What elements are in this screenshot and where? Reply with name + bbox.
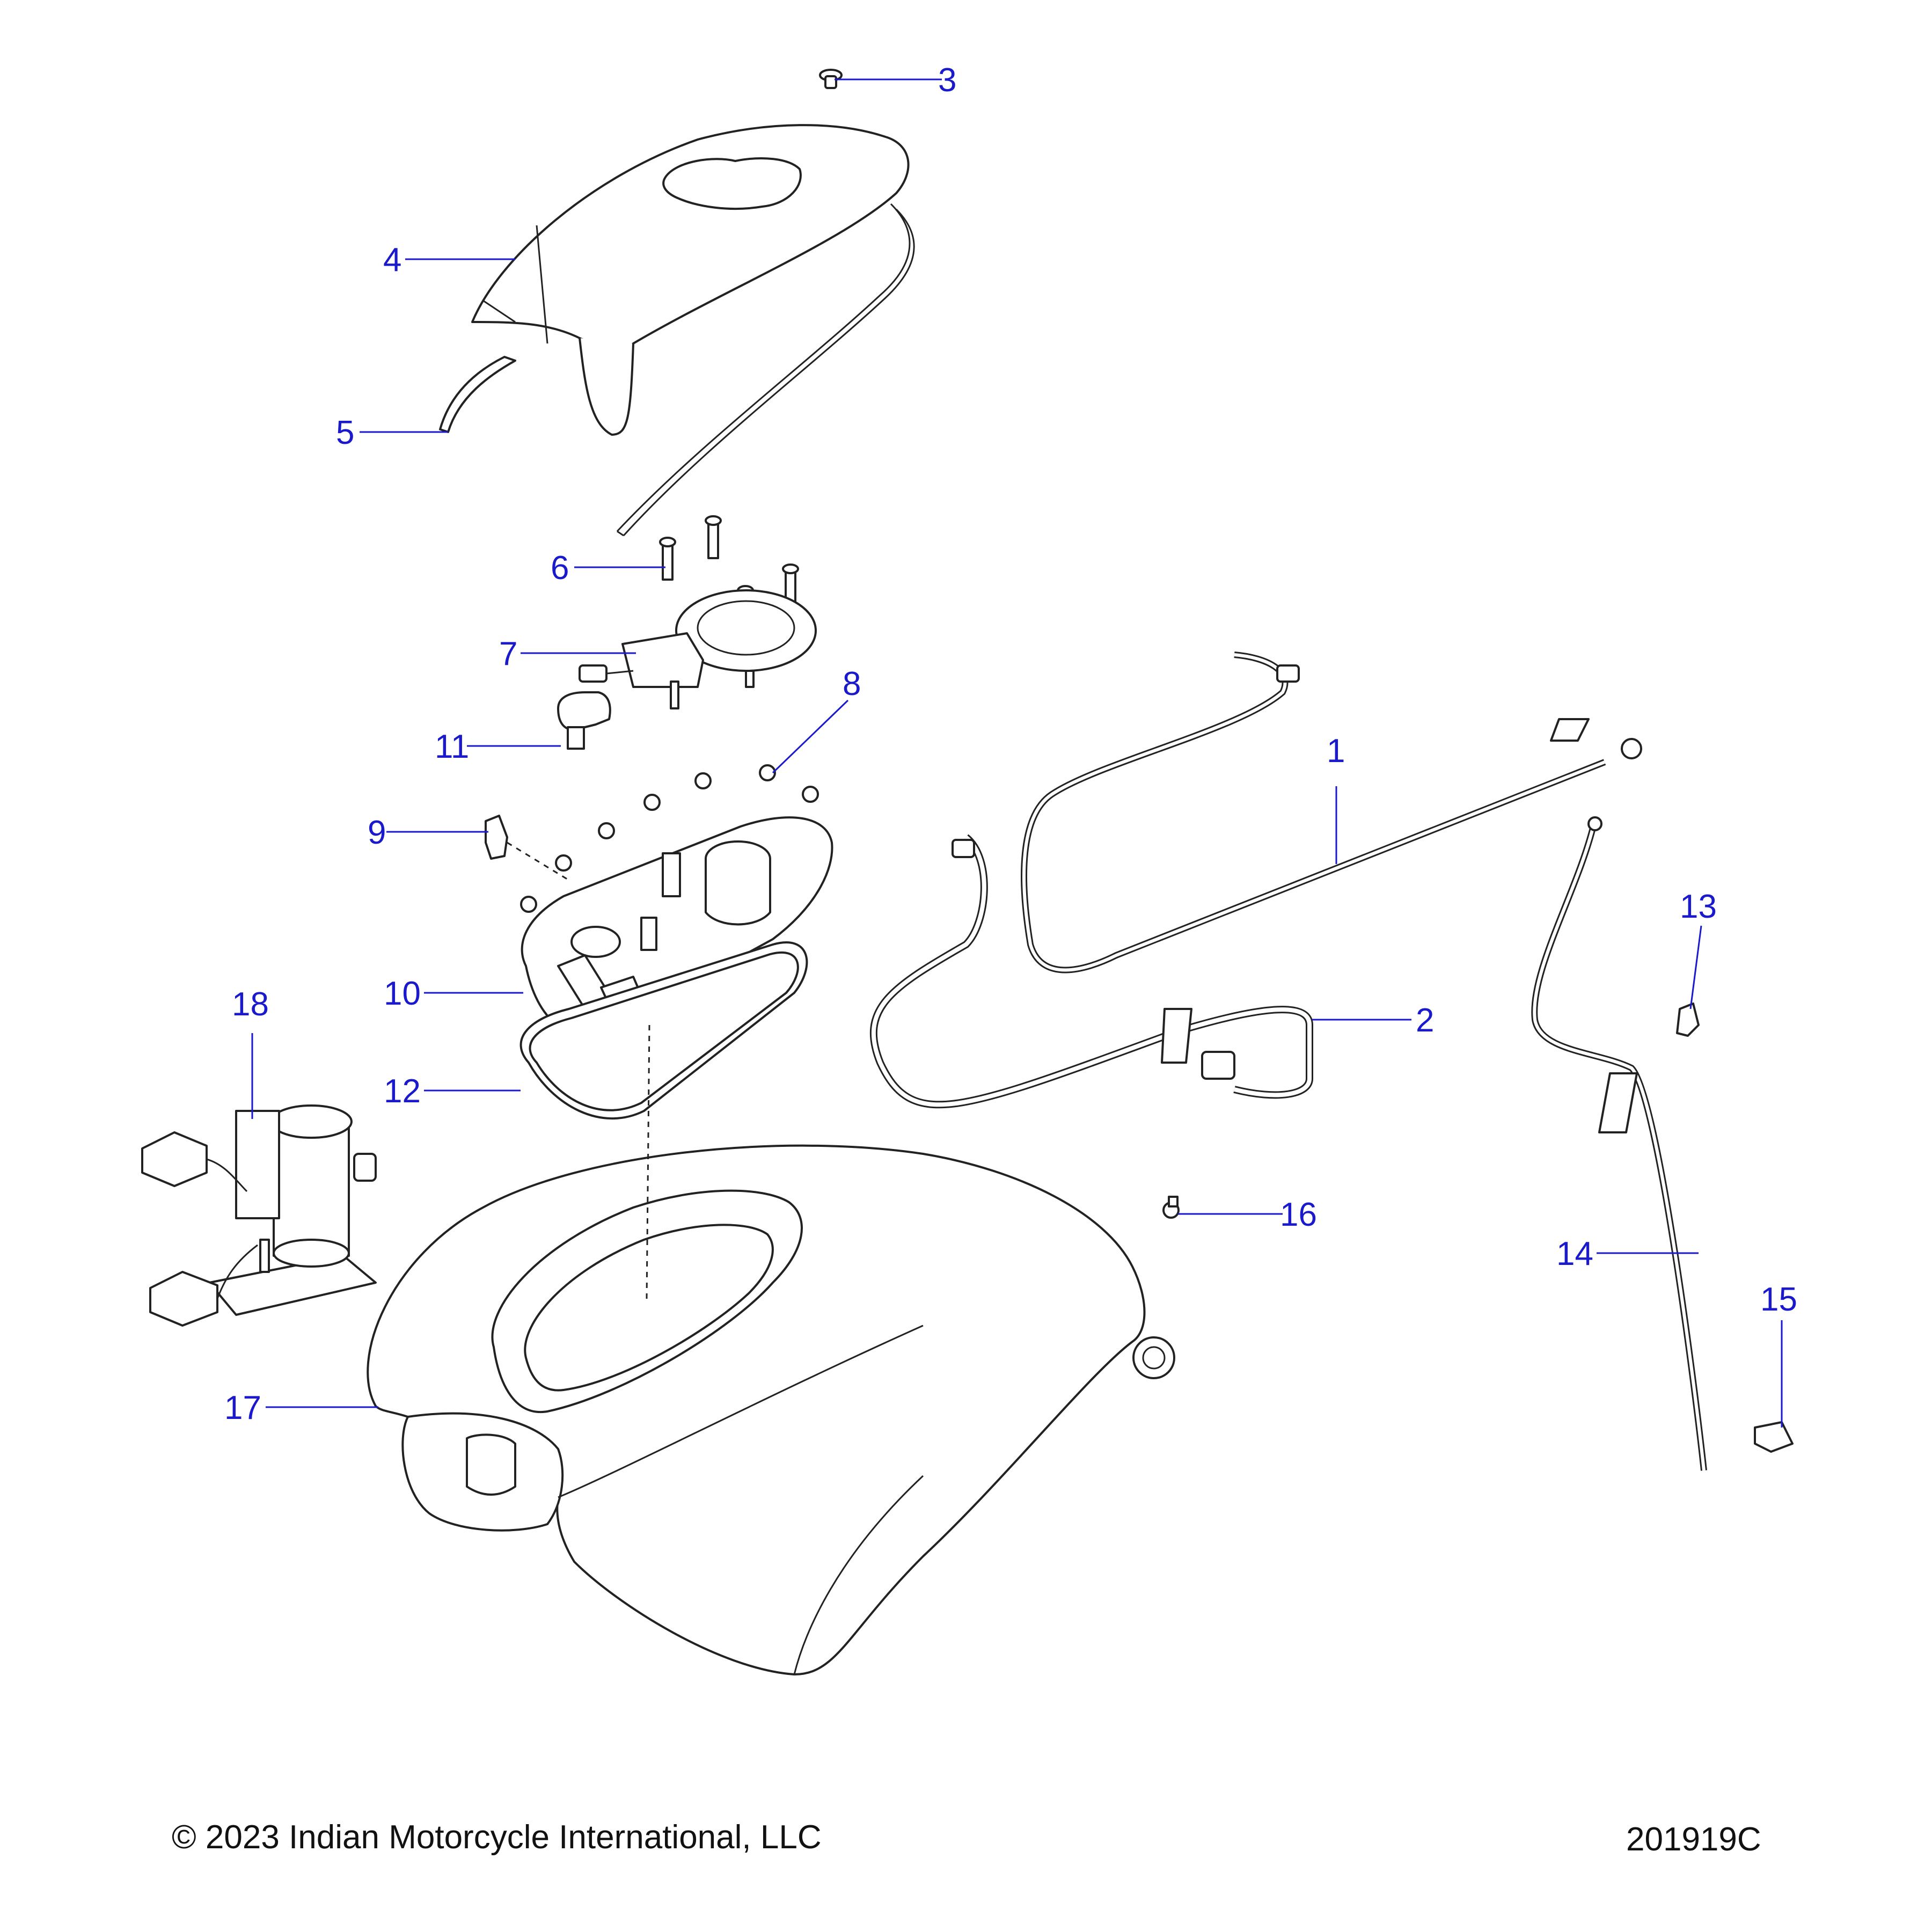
part-11-connector (557, 691, 611, 750)
alignment-lines (507, 841, 650, 1299)
callout-3: 3 (938, 62, 956, 99)
callout-12: 12 (384, 1073, 421, 1110)
callout-15: 15 (1760, 1281, 1797, 1318)
part-2-vent-hose (869, 834, 1313, 1109)
callout-16: 16 (1280, 1196, 1317, 1233)
figure-id: 201919C (1626, 1821, 1761, 1858)
callout-17: 17 (224, 1389, 261, 1426)
callout-6: 6 (551, 550, 569, 587)
part-18-fuel-pump (141, 1104, 377, 1327)
part-14-drain-hose (1531, 816, 1707, 1471)
callout-10: 10 (384, 975, 421, 1012)
part-3-plug (819, 69, 843, 89)
part-13-clip (1676, 1002, 1700, 1037)
copyright-notice: © 2023 Indian Motorcycle International, … (172, 1819, 822, 1856)
callout-5: 5 (336, 414, 354, 451)
part-17-fuel-tank (367, 1144, 1175, 1675)
part-12-gasket (519, 941, 808, 1120)
part-16-clamp (1162, 1196, 1180, 1219)
part-15-clip (1754, 1421, 1794, 1453)
callout-14: 14 (1556, 1235, 1593, 1272)
callout-8: 8 (843, 665, 861, 702)
callout-9: 9 (368, 814, 386, 851)
part-7-gauge-assembly (579, 589, 817, 709)
callout-13: 13 (1680, 888, 1717, 925)
part-5-trim-strip (439, 356, 516, 433)
part-4-console (471, 124, 915, 537)
leader-lines (251, 78, 1783, 1428)
callout-11: 11 (435, 728, 469, 765)
callout-18: 18 (232, 986, 269, 1023)
callout-2: 2 (1416, 1002, 1434, 1039)
callout-4: 4 (383, 241, 401, 279)
part-1-vent-hose (1021, 652, 1642, 974)
part-9-clip (485, 815, 508, 860)
part-8-screws (520, 764, 824, 913)
callout-1: 1 (1327, 733, 1345, 770)
callout-labels: 1 2 3 4 5 6 7 8 9 10 11 12 13 14 15 16 1… (224, 62, 1797, 1426)
callout-7: 7 (499, 635, 517, 672)
